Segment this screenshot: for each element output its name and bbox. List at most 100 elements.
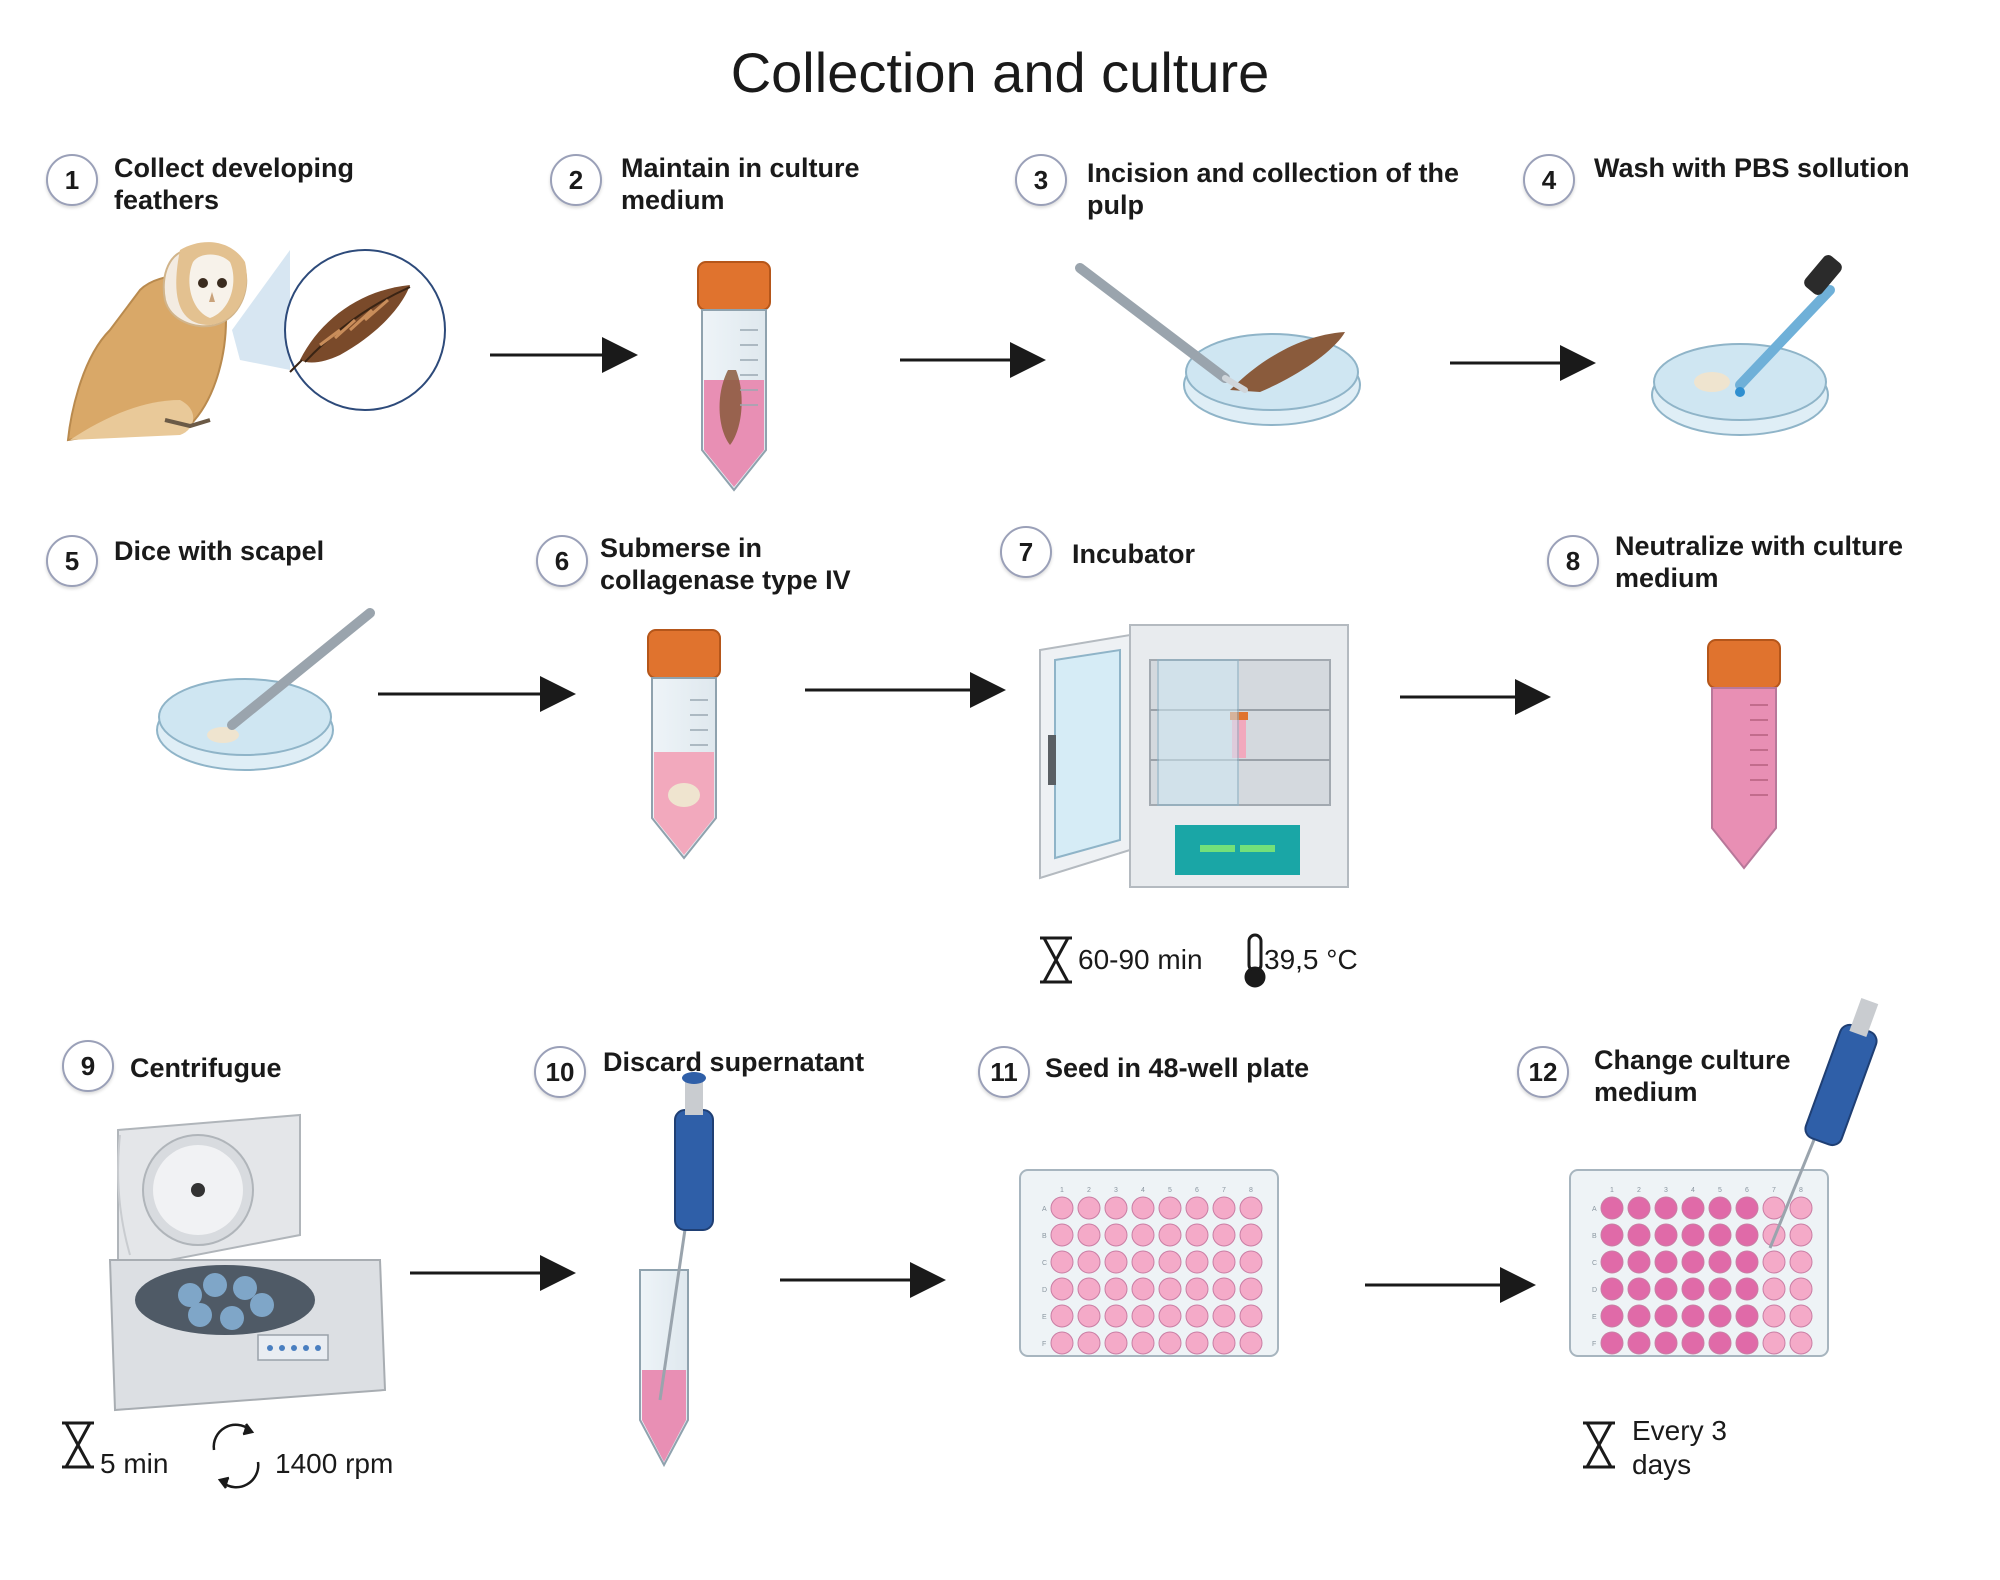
plate-well (1789, 1331, 1813, 1355)
plate-well (1131, 1331, 1155, 1355)
plate-column-label: 2 (1087, 1187, 1091, 1194)
plate-well (1681, 1196, 1705, 1220)
plate-well (1050, 1223, 1074, 1247)
plate-well (1654, 1331, 1678, 1355)
plate-well (1681, 1331, 1705, 1355)
plate-well (1131, 1223, 1155, 1247)
step-6-label-line-2: collagenase type IV (600, 565, 851, 595)
plate-column-label: 3 (1664, 1187, 1668, 1194)
step-9-number: 9 (62, 1040, 114, 1092)
owl-illustration (66, 242, 290, 442)
step-1-label-line-1: Collect developing (114, 153, 355, 183)
change-interval-line-2: days (1632, 1449, 1692, 1480)
plate-well (1239, 1277, 1263, 1301)
plate-well (1600, 1223, 1624, 1247)
centrifuge-illustration (108, 1113, 387, 1412)
step-6-number: 6 (536, 535, 588, 587)
petri-dish-dropper (1651, 255, 1842, 436)
centrifuge-speed: 1400 rpm (275, 1448, 394, 1479)
plate-well (1600, 1331, 1624, 1355)
plate-well (1600, 1250, 1624, 1274)
centrifuge-time: 5 min (100, 1448, 169, 1479)
plate-well (1050, 1304, 1074, 1328)
plate-well (1158, 1223, 1182, 1247)
plate-well (1077, 1223, 1101, 1247)
plate-well (1600, 1196, 1624, 1220)
plate-well (1077, 1277, 1101, 1301)
plate-well (1158, 1250, 1182, 1274)
step-10-number: 10 (534, 1046, 586, 1098)
plate-column-label: 6 (1745, 1187, 1749, 1194)
plate-row-label: D (1042, 1287, 1047, 1294)
plate-well (1627, 1196, 1651, 1220)
plate-well (1239, 1331, 1263, 1355)
plate-well (1654, 1277, 1678, 1301)
step-12-label-line-1: Change culture (1594, 1045, 1791, 1075)
plate-row-label: F (1042, 1341, 1046, 1348)
plate-well (1212, 1250, 1236, 1274)
plate-well (1158, 1196, 1182, 1220)
plate-well (1762, 1304, 1786, 1328)
plate-well (1627, 1331, 1651, 1355)
plate-well (1789, 1223, 1813, 1247)
plate-well (1735, 1223, 1759, 1247)
plate-column-label: 1 (1060, 1187, 1064, 1194)
step-11-label-line-1: Seed in 48-well plate (1045, 1053, 1310, 1083)
step-8-label-line-2: medium (1615, 563, 1719, 593)
plate-well (1681, 1304, 1705, 1328)
petri-dish-scalpel-feather (1075, 263, 1361, 426)
plate-row-label: B (1042, 1233, 1047, 1240)
plate-well (1131, 1250, 1155, 1274)
plate-well (1239, 1250, 1263, 1274)
plate-column-label: 2 (1637, 1187, 1641, 1194)
plate-well (1239, 1223, 1263, 1247)
plate-well (1239, 1196, 1263, 1220)
plate-well (1654, 1304, 1678, 1328)
plate-well (1212, 1304, 1236, 1328)
incubator-illustration (1039, 624, 1349, 888)
plate-well (1735, 1304, 1759, 1328)
plate-well (1708, 1304, 1732, 1328)
plate-well (1050, 1196, 1074, 1220)
step-12-number: 12 (1517, 1046, 1569, 1098)
step-9-label-line-1: Centrifugue (130, 1053, 282, 1083)
plate-well (1600, 1304, 1624, 1328)
step-6-label: Submerse in collagenase type IV (600, 532, 851, 596)
incubation-temperature: 39,5 °C (1264, 944, 1358, 975)
step-2-label-line-1: Maintain in culture (621, 153, 860, 183)
step-2-label-line-2: medium (621, 185, 725, 215)
plate-well (1158, 1331, 1182, 1355)
step-9-label: Centrifugue (130, 1052, 282, 1084)
plate-well (1627, 1304, 1651, 1328)
plate-column-label: 4 (1691, 1187, 1695, 1194)
plate-row-label: A (1042, 1206, 1047, 1213)
plate-well (1735, 1331, 1759, 1355)
falcon-tube-collagenase (647, 629, 721, 860)
plate-well (1239, 1304, 1263, 1328)
step-4-label-line-1: Wash with PBS sollution (1594, 153, 1910, 183)
plate-well (1735, 1250, 1759, 1274)
plate-well (1104, 1223, 1128, 1247)
plate-row-label: F (1592, 1341, 1596, 1348)
step-5-number: 5 (46, 535, 98, 587)
step-7-label: Incubator (1072, 538, 1195, 570)
plate-well (1681, 1250, 1705, 1274)
plate-well (1708, 1223, 1732, 1247)
step-2-label: Maintain in culture medium (621, 152, 860, 216)
plate-well (1104, 1250, 1128, 1274)
plate-well (1627, 1223, 1651, 1247)
plate-well (1077, 1331, 1101, 1355)
step-8-label-line-1: Neutralize with culture (1615, 531, 1904, 561)
plate-well (1789, 1277, 1813, 1301)
plate-well (1158, 1304, 1182, 1328)
plate-well (1212, 1277, 1236, 1301)
plate-well (1789, 1304, 1813, 1328)
step-8-label: Neutralize with culture medium (1615, 530, 1903, 594)
plate-well (1104, 1277, 1128, 1301)
plate-row-label: D (1592, 1287, 1597, 1294)
step-5-label: Dice with scapel (114, 535, 324, 567)
plate-well (1185, 1331, 1209, 1355)
step-1-label: Collect developing feathers (114, 152, 354, 216)
plate-well (1131, 1196, 1155, 1220)
